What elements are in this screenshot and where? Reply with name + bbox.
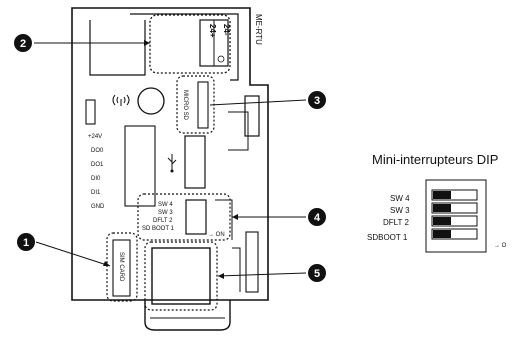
switch-label-sw3: SW 3 — [158, 210, 173, 216]
on-label: → ON — [208, 232, 225, 238]
model-label: ME-RTU — [254, 14, 263, 45]
antenna-connector — [137, 87, 165, 115]
svg-text:2: 2 — [20, 38, 26, 50]
switch-label-sw4: SW 4 — [158, 202, 173, 208]
side-port — [245, 231, 259, 293]
sim-slot — [112, 239, 131, 297]
callout-line-3 — [209, 99, 307, 106]
wireless-icon — [112, 94, 130, 106]
micro-sd-label: MICRO SD — [182, 90, 188, 121]
detail-label-sw4: SW 4 — [390, 194, 410, 203]
switch-label-sdboot1: SD BOOT 1 — [142, 226, 175, 232]
callout-line-5 — [217, 272, 307, 277]
callout-badge-3: 3 — [308, 91, 326, 109]
pin-label-gnd: GND — [91, 204, 105, 210]
dip-detail-title: Mini-interrupteurs DIP — [372, 152, 498, 167]
svg-text:4: 4 — [314, 212, 321, 224]
callout-badge-5: 5 — [308, 264, 326, 282]
svg-text:5: 5 — [314, 268, 320, 280]
ground-icon — [217, 55, 225, 63]
detail-label-dflt2: DFLT 2 — [383, 218, 409, 227]
svg-text:1: 1 — [23, 237, 29, 249]
dip-switch-block — [185, 199, 207, 235]
usb-icon — [167, 154, 177, 173]
dip-detail-switches — [431, 189, 478, 240]
side-bracket — [232, 247, 241, 292]
terminal-block-highlight — [149, 14, 231, 74]
pin-label-do0: DO0 — [91, 148, 104, 154]
callout-line-1 — [35, 241, 111, 267]
callout-badge-1: 1 — [17, 233, 35, 251]
device-housing — [71, 7, 269, 301]
terminal-minus-label: 24- — [222, 24, 231, 36]
terminal-plus-label: 24+ — [208, 24, 217, 38]
pin-label-di1: DI1 — [91, 190, 101, 196]
svg-text:3: 3 — [314, 95, 320, 107]
callout-badge-2: 2 — [14, 34, 32, 52]
io-connector — [124, 125, 156, 207]
dip-switch-highlight — [137, 193, 231, 241]
top-rail — [130, 13, 239, 81]
detail-label-sdboot1: SDBOOT 1 — [367, 233, 408, 242]
inner-frame-left — [89, 20, 146, 76]
ethernet-port — [151, 247, 211, 305]
switch-label-dflt2: DFLT 2 — [153, 218, 173, 224]
micro-sd-slot — [197, 81, 209, 129]
right-latch — [244, 95, 260, 137]
pin-label-do1: DO1 — [91, 162, 104, 168]
bottom-connector — [144, 300, 231, 331]
right-bracket-lower — [215, 199, 233, 240]
right-slot — [228, 111, 249, 151]
detail-on-label: → O — [494, 243, 507, 249]
pin-label-24v: +24V — [88, 134, 102, 140]
usb-port — [184, 135, 206, 189]
left-slot — [85, 99, 96, 125]
dip-detail-housing — [425, 179, 487, 253]
callout-badge-4: 4 — [308, 208, 326, 226]
sim-card-label: SIM CARD — [118, 252, 124, 282]
sim-highlight — [106, 232, 138, 302]
pin-label-di0: DI0 — [91, 176, 101, 182]
ethernet-highlight — [144, 241, 218, 311]
detail-label-sw3: SW 3 — [390, 206, 410, 215]
